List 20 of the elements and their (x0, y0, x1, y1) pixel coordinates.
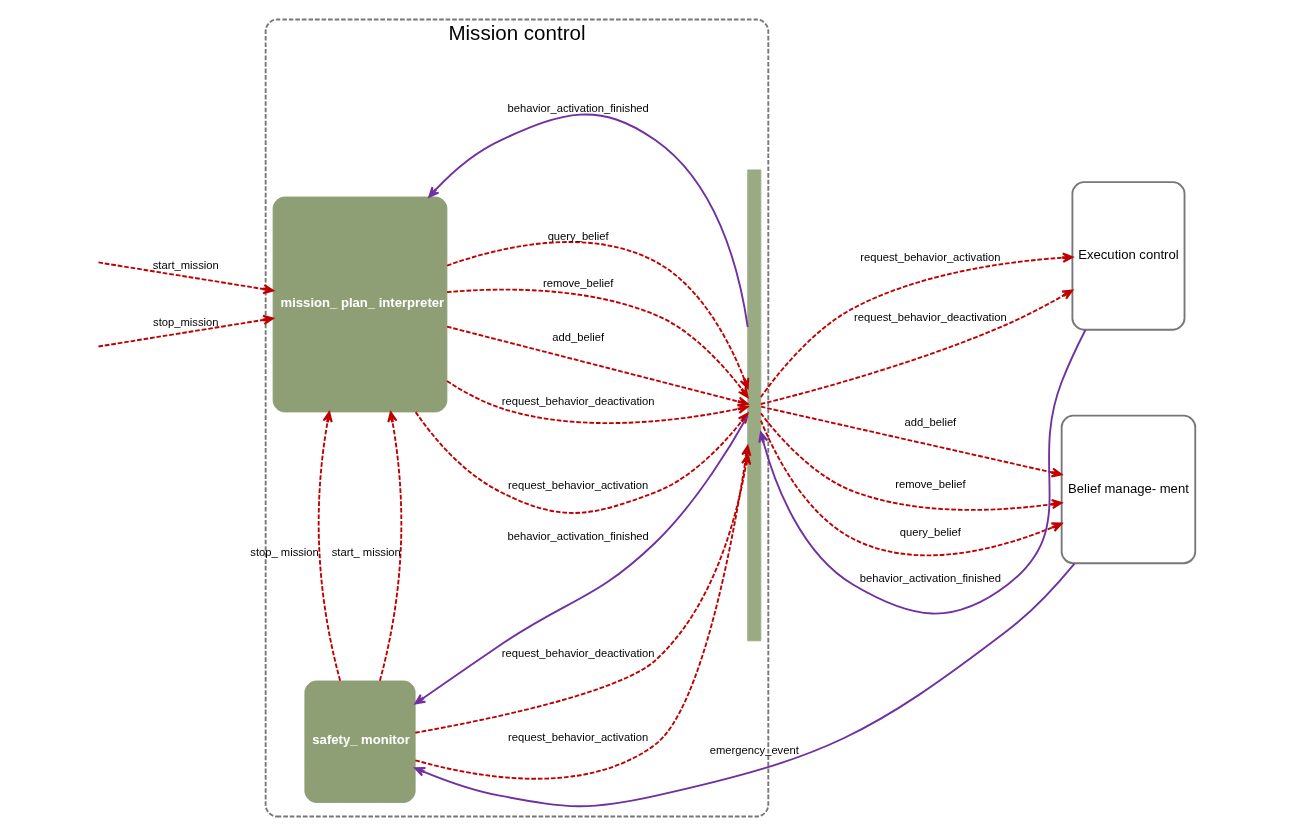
edge-label: query_belief (547, 229, 609, 242)
edge-label: remove_belief (542, 277, 614, 290)
edge-label: remove_belief (895, 478, 966, 491)
edge-label: behavior_activation_finished (859, 571, 1002, 584)
edge-label: start_mission (152, 258, 219, 271)
edge-label: request_behavior_activation (508, 479, 649, 492)
edge-label: behavior_activation_finished (507, 529, 649, 542)
edge-label: add_belief (904, 415, 957, 428)
edge-label: add_belief (552, 330, 605, 343)
edge-label: request_behavior_activation (508, 731, 649, 744)
edge-label: request_behavior_deactivation (501, 395, 655, 408)
edge-label: query_belief (899, 525, 961, 538)
edge-label: request_behavior_deactivation (501, 647, 655, 660)
edge-label: request_behavior_activation (860, 251, 1001, 264)
edge-label: behavior_activation_finished (507, 101, 649, 114)
edge-label: request_behavior_deactivation (854, 310, 1007, 323)
edge-label: emergency_event (709, 744, 799, 757)
edge-label: stop_ mission (250, 546, 319, 559)
edge-label: stop_mission (153, 315, 219, 328)
edge-label: start_ mission (331, 546, 401, 559)
